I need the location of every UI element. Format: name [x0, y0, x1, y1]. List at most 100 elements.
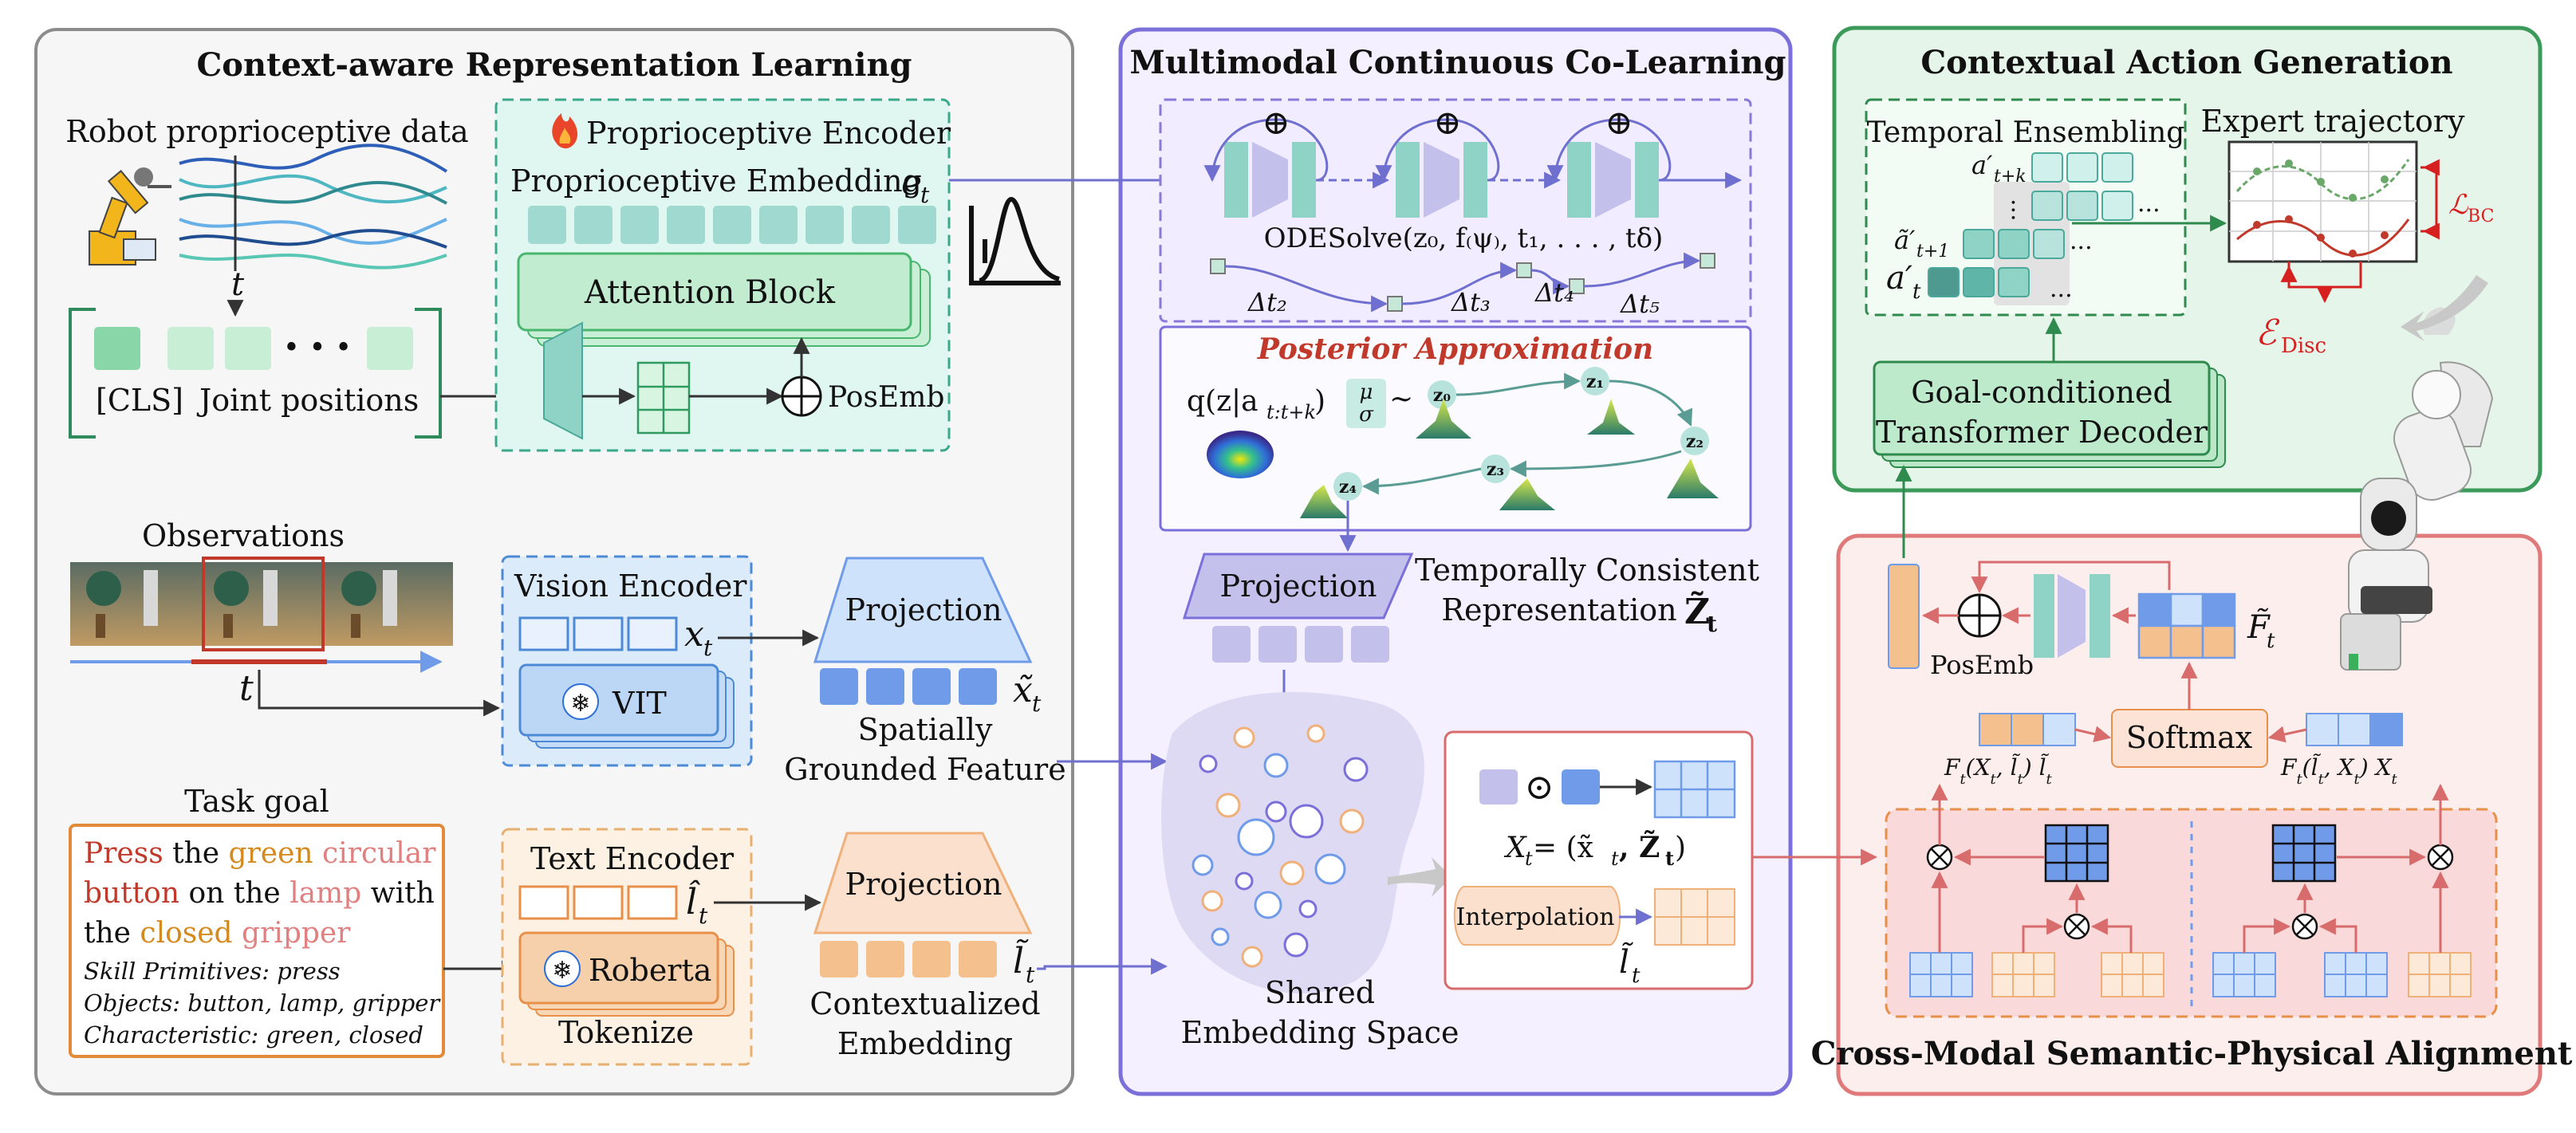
formula-part: ) X	[2359, 754, 2393, 781]
ftilde-grid	[2137, 592, 2236, 659]
formula-part: t	[2354, 771, 2361, 788]
formula-part: , X	[2324, 754, 2355, 781]
expert-points	[2253, 159, 2389, 202]
characteristic-line: Characteristic: green, closed	[84, 1021, 423, 1048]
x-eq-rest: = (x̃	[1533, 832, 1593, 864]
feature-label-1: Spatially	[858, 712, 993, 747]
task-word: the	[84, 917, 140, 950]
formula-part: t	[2392, 771, 2398, 788]
task-word: on the	[179, 877, 290, 910]
colearn-title: Multimodal Continuous Co-Learning	[1130, 44, 1786, 81]
formula-part: t	[2046, 771, 2053, 788]
embedding-points	[1191, 724, 1369, 968]
formula-part: t	[2018, 771, 2024, 788]
temporal-label-1: Temporally Consistent	[1415, 553, 1759, 588]
task-word: green	[229, 837, 313, 870]
attn-grid-left	[2044, 824, 2109, 883]
joint-token-1	[167, 327, 214, 370]
ellipsis-3: ...	[2050, 275, 2073, 303]
l-bc-label: ℒ	[2448, 189, 2469, 221]
task-line-3: the closed gripper	[84, 917, 351, 950]
formula-part: ) l̃	[2023, 753, 2050, 781]
mu-sigma-box	[1346, 379, 1386, 428]
ellipsis-1: ...	[2137, 190, 2160, 218]
decoder-label-2: Transformer Decoder	[1876, 415, 2208, 450]
vision-tokens	[518, 616, 678, 651]
robot-arm-icon	[89, 167, 171, 266]
text-projection	[813, 832, 1033, 934]
xtilde-symbol: x̃	[1013, 670, 1033, 710]
text-encoder-title: Text Encoder	[530, 841, 735, 876]
left-attn-tokens	[1979, 713, 2076, 746]
x-eq-close: )	[1675, 832, 1686, 864]
dt5-label: Δt₅	[1619, 289, 1660, 319]
dt2-label: Δt₂	[1247, 287, 1287, 317]
a-t1-sub: t+1	[1916, 242, 1949, 262]
tilde-sym: ∼	[1389, 383, 1413, 415]
svg-text:⊕: ⊕	[1605, 103, 1633, 142]
align-output-token	[1888, 564, 1920, 669]
attn-grid-right	[2271, 824, 2337, 883]
ellipsis-2: ...	[2070, 227, 2093, 255]
q-close: )	[1314, 385, 1325, 418]
shared-projection	[1182, 553, 1414, 620]
embedding-symbol-e: e	[901, 163, 922, 203]
contextualized-label-2: Embedding	[837, 1026, 1013, 1061]
feature-label-2: Grounded Feature	[784, 752, 1065, 787]
grey-curved-arrow	[2401, 275, 2488, 341]
vision-projection	[813, 557, 1033, 663]
task-word: lamp	[290, 877, 361, 910]
cls-token	[94, 327, 140, 370]
fusion-grid	[1653, 760, 1736, 819]
contextualized-label-1: Contextualized	[809, 986, 1040, 1021]
task-word	[313, 837, 322, 870]
task-word: the	[163, 837, 229, 870]
temporal-label-2: Representation	[1441, 592, 1676, 627]
ode-encoders	[1224, 142, 1659, 218]
expert-title: Expert trajectory	[2201, 104, 2465, 139]
a-t1-label: ã′	[1894, 225, 1916, 255]
cls-label: [CLS]	[96, 383, 183, 418]
proprio-embedding-tokens	[528, 206, 936, 244]
formula-part: (X	[1966, 754, 1991, 781]
latent-nodes	[1333, 367, 1709, 501]
proprio-t-label: t	[231, 266, 245, 303]
observation-frames	[70, 557, 453, 651]
ltilde-sub: t	[1026, 962, 1035, 988]
task-word: gripper	[242, 917, 351, 950]
task-word: closed	[140, 917, 232, 950]
proprio-trapezoid	[543, 321, 583, 440]
roberta-label: Roberta	[589, 953, 711, 988]
shared-space-label-2: Embedding Space	[1180, 1015, 1459, 1050]
task-word: circular	[322, 837, 436, 870]
text-l-symbol: l̂	[686, 879, 701, 923]
proprio-grid	[636, 361, 691, 435]
z-sub: t	[1707, 611, 1717, 637]
vision-feature-tokens	[820, 668, 997, 705]
shared-space-label-1: Shared	[1265, 975, 1375, 1010]
a-t-sub: t	[1912, 280, 1921, 304]
f-left-label: Ft(Xt, l̃t) l̃t	[1944, 753, 2053, 788]
text-projection-label: Projection	[845, 867, 1002, 902]
task-line-1: Press the green circular	[84, 837, 436, 870]
formula-part: t	[1991, 771, 1997, 788]
grey-flow-arrow	[1388, 857, 1451, 897]
action-title: Contextual Action Generation	[1920, 44, 2452, 81]
z1-label: z₁	[1586, 372, 1604, 392]
svg-text:⊕: ⊕	[1262, 103, 1290, 142]
attention-label: Attention Block	[584, 274, 836, 311]
ftilde-sub: t	[2267, 629, 2275, 653]
e-disc-label: ℰ	[2255, 313, 2280, 353]
decoder-label-1: Goal-conditioned	[1911, 375, 2172, 410]
x-eq-rest-sub: t	[1611, 848, 1619, 870]
snowflake-icon: ❄	[562, 683, 599, 720]
snowflake-icon-text: ❄	[544, 950, 581, 987]
ensemble-title: Temporal Ensembling	[1867, 116, 2185, 149]
vision-x-symbol: x	[684, 614, 704, 655]
tokenize-label: Tokenize	[558, 1015, 694, 1050]
text-tokens	[518, 885, 678, 920]
joint-token-2	[225, 327, 271, 370]
task-word: Press	[84, 837, 163, 870]
context-title: Context-aware Representation Learning	[196, 46, 912, 84]
